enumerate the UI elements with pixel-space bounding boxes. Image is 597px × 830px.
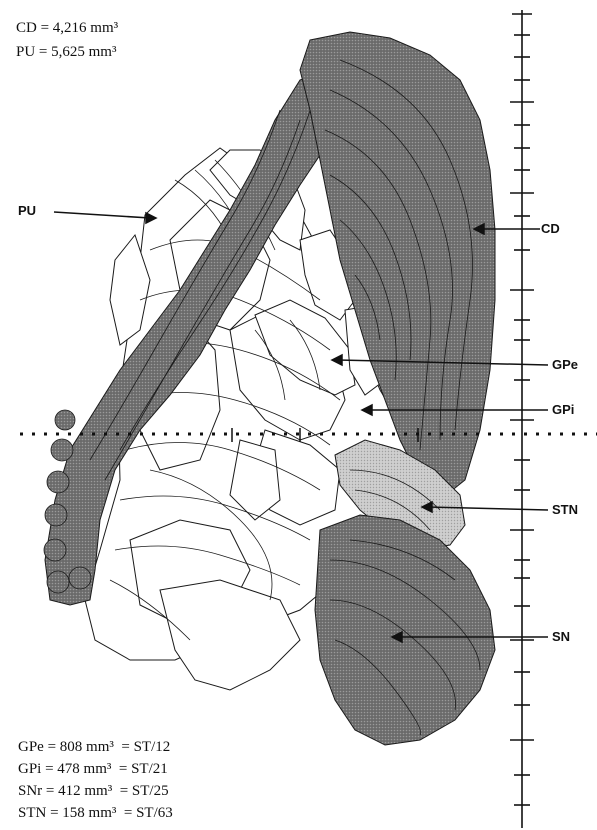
vertical-scale-ruler xyxy=(510,10,534,828)
label-gpi: GPi xyxy=(552,402,574,417)
label-cd: CD xyxy=(541,221,560,236)
volume-snr: SNr = 412 mm³ = ST/25 xyxy=(18,782,169,800)
volume-pu: PU = 5,625 mm³ xyxy=(16,43,116,61)
volume-gpi: GPi = 478 mm³ = ST/21 xyxy=(18,760,168,778)
volume-stn: STN = 158 mm³ = ST/63 xyxy=(18,804,173,822)
label-sn: SN xyxy=(552,629,570,644)
arrow-pu xyxy=(54,212,156,223)
arrow-cd xyxy=(474,224,540,234)
label-stn: STN xyxy=(552,502,578,517)
volume-gpe: GPe = 808 mm³ = ST/12 xyxy=(18,738,170,756)
sn-shape xyxy=(315,515,495,745)
label-gpe: GPe xyxy=(552,357,578,372)
label-pu: PU xyxy=(18,203,36,218)
volume-cd: CD = 4,216 mm³ xyxy=(16,19,118,37)
